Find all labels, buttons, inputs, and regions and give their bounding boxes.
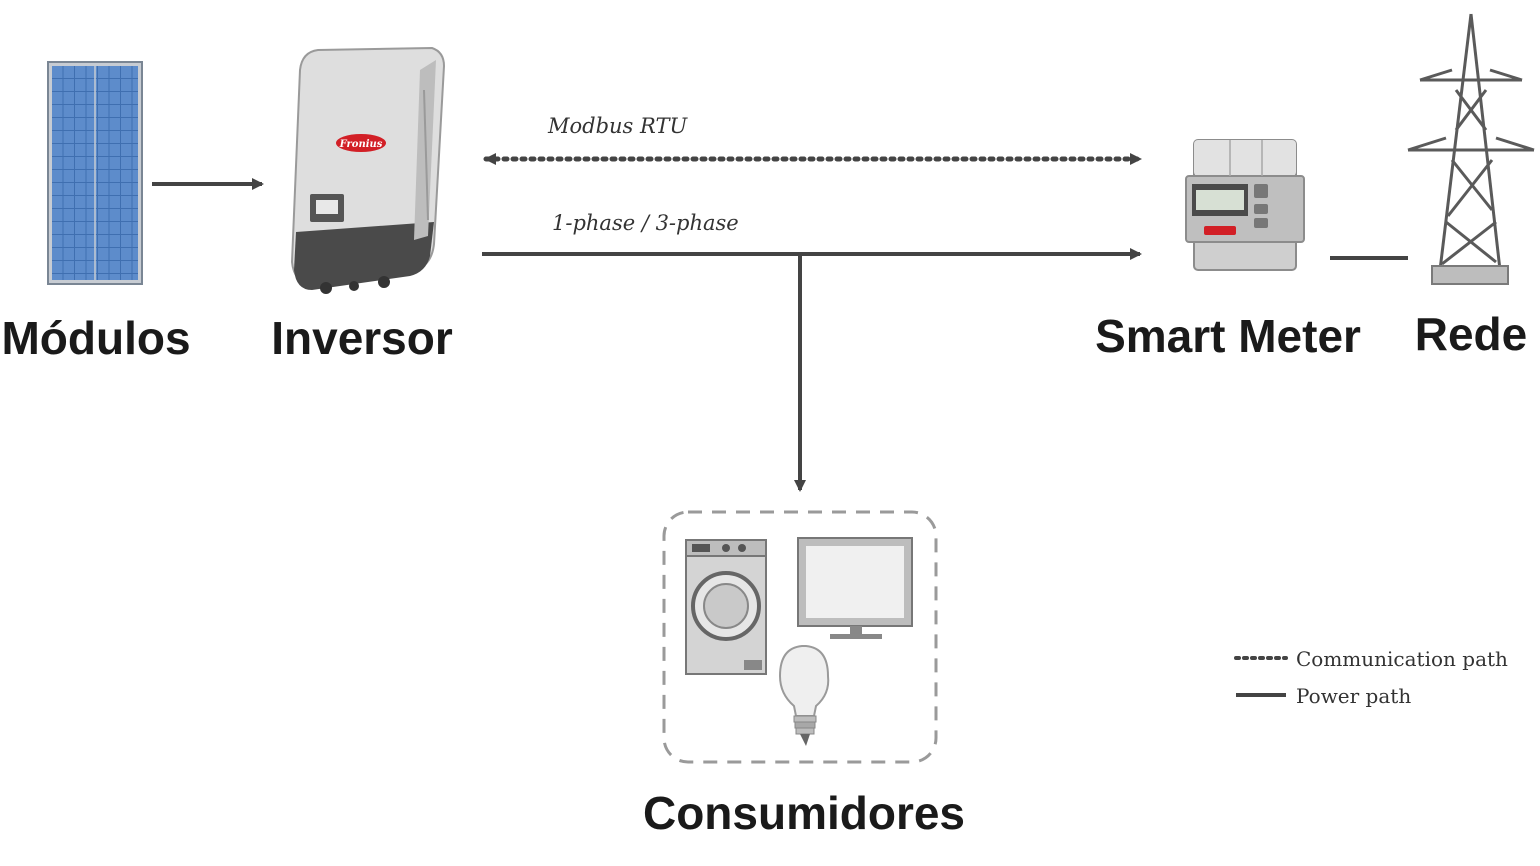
edge-label-power: 1-phase / 3-phase bbox=[552, 211, 739, 235]
smart-meter-icon bbox=[1185, 139, 1305, 271]
legend-label-power: Power path bbox=[1296, 684, 1411, 708]
fronius-logo-icon: Fronius bbox=[336, 134, 386, 152]
light-bulb-icon bbox=[778, 645, 830, 746]
node-label-inverter: Inversor bbox=[271, 312, 453, 364]
legend: Communication path Power path bbox=[1234, 647, 1508, 708]
node-label-consumers: Consumidores bbox=[643, 787, 965, 839]
consumers-group bbox=[662, 510, 938, 764]
edge-label-communication: Modbus RTU bbox=[547, 114, 688, 138]
inverter-icon: Fronius bbox=[290, 46, 446, 294]
node-label-modules: Módulos bbox=[1, 312, 190, 364]
solar-panel-icon bbox=[47, 61, 143, 285]
television-icon bbox=[797, 537, 913, 639]
transmission-tower-icon bbox=[1407, 13, 1535, 285]
node-label-grid: Rede bbox=[1415, 308, 1527, 360]
inverter-brand: Fronius bbox=[339, 139, 383, 150]
washing-machine-icon bbox=[685, 539, 767, 675]
node-label-smart-meter: Smart Meter bbox=[1095, 310, 1361, 362]
legend-label-communication: Communication path bbox=[1296, 647, 1508, 671]
